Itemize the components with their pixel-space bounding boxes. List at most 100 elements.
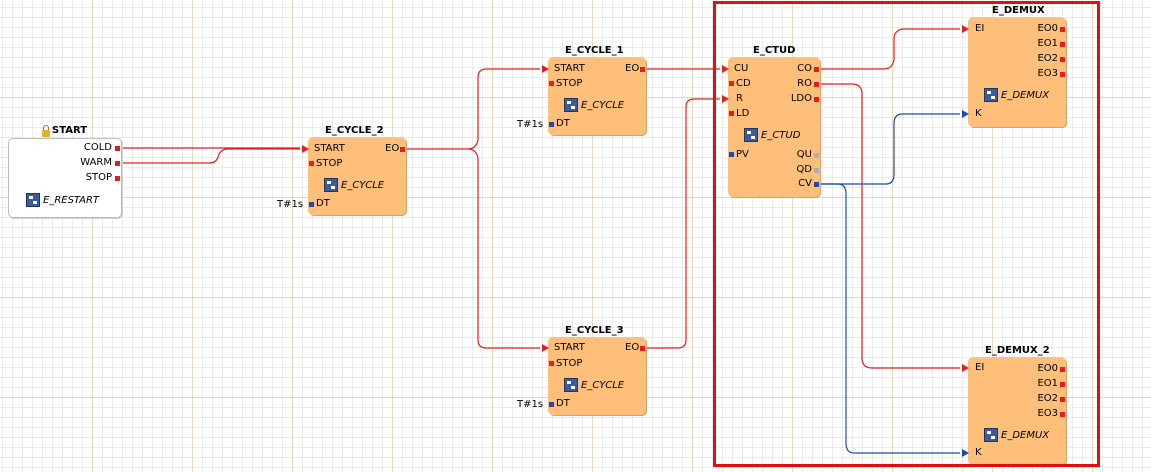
dt-constant[interactable]: T#1s [277, 199, 304, 210]
pv-input[interactable]: PV [736, 149, 749, 160]
qu-output[interactable]: QU [796, 149, 812, 160]
ctud-block[interactable] [728, 57, 820, 197]
eo-output[interactable]: EO [625, 63, 640, 74]
ld-input[interactable]: LD [736, 108, 750, 119]
cv-output[interactable]: CV [798, 178, 812, 189]
co-output[interactable]: CO [797, 63, 812, 74]
stop-output[interactable]: STOP [85, 172, 112, 183]
eo2-output-marker[interactable] [1060, 57, 1065, 62]
ctud-title: E_CTUD [753, 45, 796, 56]
start-input[interactable]: START [314, 143, 345, 154]
cu-input[interactable]: CU [734, 63, 749, 74]
r-input[interactable]: R [736, 93, 743, 104]
start-input-marker[interactable] [542, 344, 549, 352]
cd-input-marker[interactable] [729, 81, 734, 86]
eo-output-marker[interactable] [640, 67, 645, 72]
dt-input-marker[interactable] [549, 122, 554, 127]
cv-output-marker[interactable] [814, 182, 819, 187]
k-input[interactable]: K [975, 447, 982, 458]
connection-eo2-start3 [467, 148, 540, 349]
stop-input[interactable]: STOP [316, 158, 343, 169]
eo0-output-marker[interactable] [1060, 27, 1065, 32]
cycle1-type: E_CYCLE [564, 98, 624, 112]
function-block-icon [984, 88, 998, 102]
function-block-icon [324, 178, 338, 192]
eo2-output[interactable]: EO2 [1037, 53, 1058, 64]
k-input-marker[interactable] [962, 449, 969, 457]
eo1-output[interactable]: EO1 [1037, 38, 1058, 49]
warm-output[interactable]: WARM [80, 157, 112, 168]
ldo-output-marker[interactable] [814, 97, 819, 102]
eo-output[interactable]: EO [625, 342, 640, 353]
dt-input[interactable]: DT [556, 118, 570, 129]
cycle1-block[interactable] [548, 57, 646, 135]
stop-input-marker[interactable] [309, 161, 314, 166]
start-input[interactable]: START [554, 342, 585, 353]
eo-output-marker[interactable] [640, 346, 645, 351]
ei-input[interactable]: EI [975, 23, 985, 34]
demux1-block[interactable] [968, 17, 1066, 127]
warm-output-marker[interactable] [115, 161, 120, 166]
eo2-output[interactable]: EO2 [1037, 393, 1058, 404]
cold-output-marker[interactable] [115, 146, 120, 151]
eo1-output-marker[interactable] [1060, 42, 1065, 47]
qd-output-marker[interactable] [814, 168, 819, 173]
eo0-output-marker[interactable] [1060, 367, 1065, 372]
ei-input-marker[interactable] [962, 25, 969, 33]
cycle2-block[interactable] [308, 137, 406, 215]
ro-output[interactable]: RO [797, 78, 812, 89]
cold-output[interactable]: COLD [83, 142, 112, 153]
dt-input-marker[interactable] [309, 202, 314, 207]
ro-output-marker[interactable] [814, 82, 819, 87]
start-input-marker[interactable] [542, 65, 549, 73]
dt-input[interactable]: DT [316, 198, 330, 209]
stop-output-marker[interactable] [115, 176, 120, 181]
start-block[interactable] [8, 138, 122, 218]
stop-input[interactable]: STOP [556, 78, 583, 89]
eo3-output[interactable]: EO3 [1037, 68, 1058, 79]
eo2-output-marker[interactable] [1060, 397, 1065, 402]
qd-output[interactable]: QD [796, 164, 812, 175]
dt-input-marker[interactable] [549, 402, 554, 407]
function-block-icon [564, 98, 578, 112]
ld-input-marker[interactable] [729, 111, 734, 116]
connection-eo2-start1 [402, 68, 540, 150]
stop-input-marker[interactable] [549, 361, 554, 366]
cycle1-title: E_CYCLE_1 [565, 45, 624, 56]
eo3-output-marker[interactable] [1060, 412, 1065, 417]
cycle3-block[interactable] [548, 337, 646, 415]
qu-output-marker[interactable] [814, 153, 819, 158]
ldo-output[interactable]: LDO [790, 93, 812, 104]
co-output-marker[interactable] [814, 67, 819, 72]
eo0-output[interactable]: EO0 [1037, 363, 1058, 374]
k-input[interactable]: K [975, 108, 982, 119]
ctud-type: E_CTUD [744, 128, 800, 142]
dt-constant[interactable]: T#1s [517, 399, 544, 410]
function-block-icon [564, 378, 578, 392]
eo0-output[interactable]: EO0 [1037, 23, 1058, 34]
stop-input[interactable]: STOP [556, 358, 583, 369]
cd-input[interactable]: CD [736, 78, 751, 89]
cu-input-marker[interactable] [722, 65, 729, 73]
connection-eo3-r [647, 98, 720, 349]
stop-input-marker[interactable] [549, 81, 554, 86]
cycle2-title: E_CYCLE_2 [325, 125, 384, 136]
eo-output-marker[interactable] [400, 147, 405, 152]
pv-input-marker[interactable] [729, 152, 734, 157]
dt-input[interactable]: DT [556, 398, 570, 409]
r-input-marker[interactable] [722, 95, 729, 103]
cycle3-type: E_CYCLE [564, 378, 624, 392]
eo-output[interactable]: EO [385, 143, 400, 154]
eo3-output-marker[interactable] [1060, 72, 1065, 77]
eo1-output-marker[interactable] [1060, 382, 1065, 387]
ei-input-marker[interactable] [962, 364, 969, 372]
dt-constant[interactable]: T#1s [517, 119, 544, 130]
k-input-marker[interactable] [962, 110, 969, 118]
connection-cv-k2 [820, 183, 960, 454]
start-input-marker[interactable] [302, 145, 309, 153]
ei-input[interactable]: EI [975, 362, 985, 373]
eo1-output[interactable]: EO1 [1037, 378, 1058, 389]
eo3-output[interactable]: EO3 [1037, 408, 1058, 419]
demux2-block[interactable] [968, 357, 1066, 465]
start-input[interactable]: START [554, 63, 585, 74]
